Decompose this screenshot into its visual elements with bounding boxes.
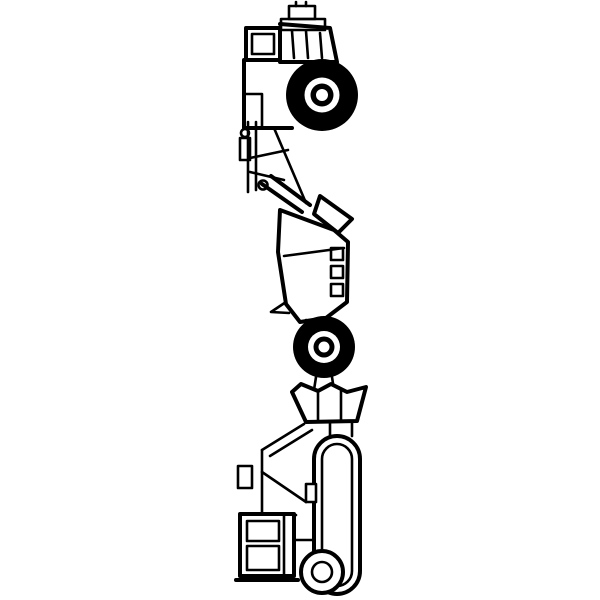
exhaust-box <box>287 4 317 21</box>
hopper-ribs <box>316 387 343 422</box>
hydraulic-ram <box>272 126 308 205</box>
bowl-seam <box>282 246 346 258</box>
front-hub-center <box>316 89 328 101</box>
gooseneck-linkage <box>238 120 312 214</box>
drum-links <box>328 419 354 438</box>
chassis-step <box>242 92 264 130</box>
linkage-cross-bar-1 <box>248 148 290 160</box>
frame-brace <box>260 470 308 504</box>
bowl-window-1 <box>329 246 345 262</box>
linkage-cross-bar-2 <box>248 170 286 182</box>
rear-box-panel-1 <box>245 519 281 543</box>
roller-hub <box>310 560 334 584</box>
front-wheel <box>286 59 358 131</box>
gooseneck-arm <box>260 174 312 214</box>
chassis-frame <box>242 58 294 130</box>
cutting-edge <box>269 300 291 315</box>
bowl-window-3 <box>329 282 345 298</box>
hitch-hopper <box>290 375 368 424</box>
scraper-bowl <box>269 194 354 334</box>
exhaust-pipes <box>294 0 308 8</box>
rear-wheel <box>293 316 355 378</box>
arm-pivot <box>257 179 269 191</box>
cylinder-pin <box>239 127 251 139</box>
frame-bracket <box>236 464 254 490</box>
drum-tab <box>304 482 318 504</box>
rear-box-panel-2 <box>245 544 281 572</box>
grill-window <box>250 32 276 56</box>
tow-bar <box>260 422 314 458</box>
rear-implement <box>234 419 362 596</box>
hood-vents <box>290 29 324 60</box>
hopper-body <box>290 382 368 424</box>
bowl-window-2 <box>329 264 345 280</box>
roller-wheel <box>299 549 345 595</box>
rear-hub-center <box>318 341 330 353</box>
tractor-unit <box>242 0 339 130</box>
